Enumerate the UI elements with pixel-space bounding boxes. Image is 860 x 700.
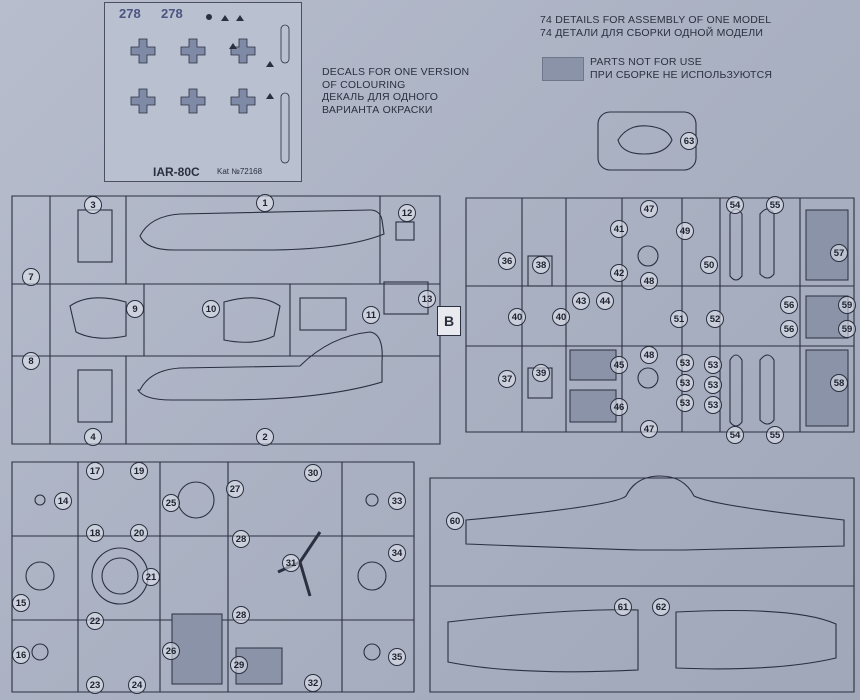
part-callout: 58: [830, 374, 848, 392]
part-callout: 16: [12, 646, 30, 664]
unused-parts-note: PARTS NOT FOR USE ПРИ СБОРКЕ НЕ ИСПОЛЬЗУ…: [590, 56, 773, 81]
part-callout: 21: [142, 568, 160, 586]
decal-sheet: 278 278 IAR-80C Kat №72168: [104, 2, 302, 182]
part-callout: 33: [388, 492, 406, 510]
part-callout: 20: [130, 524, 148, 542]
part-callout: 4: [84, 428, 102, 446]
part-callout: 48: [640, 346, 658, 364]
part-callout: 47: [640, 420, 658, 438]
part-callout: 35: [388, 648, 406, 666]
part-callout: 57: [830, 244, 848, 262]
decal-catalog-number: Kat №72168: [217, 167, 263, 176]
part-callout: 52: [706, 310, 724, 328]
part-callout: 8: [22, 352, 40, 370]
part-callout: 59: [838, 320, 856, 338]
unused-parts-swatch: [542, 57, 584, 81]
part-callout: 42: [610, 264, 628, 282]
part-callout: 44: [596, 292, 614, 310]
part-callout: 29: [230, 656, 248, 674]
part-callout: 9: [126, 300, 144, 318]
part-callout: 50: [700, 256, 718, 274]
part-callout: 40: [508, 308, 526, 326]
part-callout: 48: [640, 272, 658, 290]
part-callout: 54: [726, 196, 744, 214]
part-callout: 26: [162, 642, 180, 660]
part-callout: 54: [726, 426, 744, 444]
part-callout: 13: [418, 290, 436, 308]
part-callout: 46: [610, 398, 628, 416]
part-callout: 60: [446, 512, 464, 530]
part-callout: 37: [498, 370, 516, 388]
part-callout: 53: [676, 354, 694, 372]
part-callout: 27: [226, 480, 244, 498]
part-callout: 28: [232, 606, 250, 624]
decal-number: 278: [161, 6, 183, 21]
part-callout: 10: [202, 300, 220, 318]
part-callout: 38: [532, 256, 550, 274]
sprue-label-b: B: [437, 306, 461, 336]
part-callout: 23: [86, 676, 104, 694]
part-callout: 30: [304, 464, 322, 482]
part-callout: 45: [610, 356, 628, 374]
part-callout: 55: [766, 426, 784, 444]
part-callout: 2: [256, 428, 274, 446]
part-callout: 15: [12, 594, 30, 612]
part-callout: 25: [162, 494, 180, 512]
part-callout: 19: [130, 462, 148, 480]
part-callout: 3: [84, 196, 102, 214]
part-callout: 32: [304, 674, 322, 692]
part-callout: 53: [704, 376, 722, 394]
part-callout: 53: [704, 356, 722, 374]
part-callout: 56: [780, 296, 798, 314]
part-callout: 53: [676, 394, 694, 412]
part-callout: 59: [838, 296, 856, 314]
part-callout: 7: [22, 268, 40, 286]
part-callout: 53: [676, 374, 694, 392]
part-callout: 1: [256, 194, 274, 212]
part-callout: 17: [86, 462, 104, 480]
part-callout: 63: [680, 132, 698, 150]
part-callout: 24: [128, 676, 146, 694]
part-callout: 36: [498, 252, 516, 270]
decals-note: DECALS FOR ONE VERSION OF COLOURING ДЕКА…: [322, 66, 470, 116]
part-callout: 31: [282, 554, 300, 572]
part-callout: 39: [532, 364, 550, 382]
part-callout: 61: [614, 598, 632, 616]
part-callout: 47: [640, 200, 658, 218]
part-callout: 34: [388, 544, 406, 562]
part-callout: 53: [704, 396, 722, 414]
details-note: 74 DETAILS FOR ASSEMBLY OF ONE MODEL 74 …: [540, 14, 772, 39]
part-callout: 56: [780, 320, 798, 338]
part-callout: 51: [670, 310, 688, 328]
decal-model-name: IAR-80C: [153, 165, 200, 179]
part-callout: 62: [652, 598, 670, 616]
part-callout: 12: [398, 204, 416, 222]
part-callout: 41: [610, 220, 628, 238]
part-callout: 40: [552, 308, 570, 326]
part-callout: 43: [572, 292, 590, 310]
decal-number: 278: [119, 6, 141, 21]
part-callout: 55: [766, 196, 784, 214]
decal-crosses: [130, 14, 290, 164]
part-callout: 18: [86, 524, 104, 542]
part-callout: 22: [86, 612, 104, 630]
part-callout: 14: [54, 492, 72, 510]
part-callout: 11: [362, 306, 380, 324]
part-callout: 28: [232, 530, 250, 548]
part-callout: 49: [676, 222, 694, 240]
